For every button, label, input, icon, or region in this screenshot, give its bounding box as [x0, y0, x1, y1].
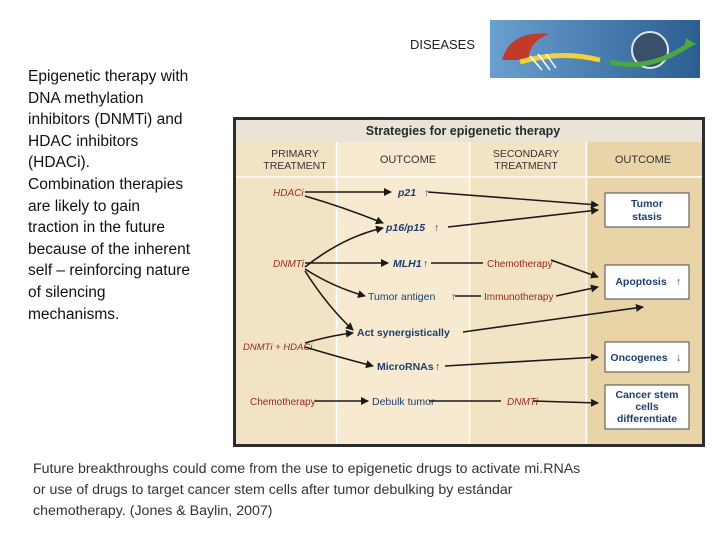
csc-line3: differentiate — [617, 413, 677, 425]
diseases-label: DISEASES — [410, 37, 476, 52]
left-line: traction in the future — [28, 219, 165, 237]
col-secondary-line2: TREATMENT — [494, 160, 558, 172]
left-line: self – reinforcing nature — [28, 262, 190, 280]
connector-arrows — [304, 188, 644, 407]
dnmti-secondary-label: DNMTi — [507, 397, 539, 408]
col-primary-line1: PRIMARY — [271, 148, 319, 160]
act-synergistically-label: Act synergistically — [357, 327, 450, 339]
left-text-block: Epigenetic therapy with DNA methylation … — [28, 66, 223, 325]
apoptosis-label: Apoptosis — [615, 276, 666, 288]
micrornas-up-arrow: ↑ — [435, 361, 440, 373]
tumor-stasis-box — [604, 192, 690, 228]
immunotherapy-label: Immunotherapy — [484, 292, 553, 303]
hdaci-label: HDACi — [273, 188, 304, 199]
title-bar — [236, 120, 702, 142]
left-line: Combination therapies — [28, 175, 184, 193]
tumor-antigen-up-arrow: ↑ — [451, 291, 456, 303]
left-line: mechanisms. — [28, 305, 120, 323]
cancer-stem-cells-box — [604, 384, 690, 430]
p16p15-up-arrow: ↑ — [434, 222, 439, 234]
p16p15-label: p16/p15 — [385, 222, 425, 234]
dnmti-label: DNMTi — [273, 259, 305, 270]
left-line: because of the inherent — [28, 240, 191, 258]
oncogenes-label: Oncogenes — [610, 352, 667, 364]
csc-line2: cells — [635, 401, 659, 413]
left-line: of silencing — [28, 283, 106, 301]
dnmti-hdaci-label: DNMTi + HDACi — [243, 342, 313, 353]
chemotherapy-secondary-label: Chemotherapy — [487, 259, 553, 270]
caption-line: or use of drugs to target cancer stem ce… — [33, 482, 513, 498]
debulk-tumor-label: Debulk tumor — [372, 396, 435, 408]
apoptosis-box — [604, 264, 690, 300]
p21-label: p21 — [397, 187, 416, 199]
col-primary-line2: TREATMENT — [263, 160, 327, 172]
mlh1-up-arrow: ↑ — [423, 258, 428, 270]
caption: Future breakthroughs could come from the… — [33, 459, 693, 522]
chemotherapy-primary-label: Chemotherapy — [250, 397, 316, 408]
mlh1-label: MLH1 — [393, 258, 422, 270]
col-secondary-line1: SECONDARY — [493, 148, 559, 160]
left-line: are likely to gain — [28, 197, 141, 215]
left-line: HDAC inhibitors — [28, 132, 139, 150]
csc-line1: Cancer stem — [615, 389, 678, 401]
col-outcome-2: OUTCOME — [615, 154, 671, 166]
epigenetic-strategy-diagram: Strategies for epigenetic therapy PRIMAR… — [233, 117, 705, 447]
apoptosis-up-arrow: ↑ — [676, 276, 681, 288]
left-line: inhibitors (DNMTi) and — [28, 111, 183, 129]
left-line: Epigenetic therapy with — [28, 68, 189, 85]
left-line: (HDACi). — [28, 154, 90, 172]
col-outcome-1: OUTCOME — [380, 154, 436, 166]
oncogenes-box — [604, 341, 690, 373]
left-line: DNA methylation — [28, 89, 144, 107]
tumor-stasis-line2: stasis — [632, 211, 662, 223]
tumor-stasis-line1: Tumor — [631, 198, 663, 210]
tumor-antigen-label: Tumor antigen — [368, 291, 435, 303]
diagram-title: Strategies for epigenetic therapy — [366, 124, 561, 138]
caption-line: Future breakthroughs could come from the… — [33, 461, 581, 477]
banner-logo — [490, 20, 700, 78]
p21-up-arrow: ↑ — [424, 187, 429, 199]
micrornas-label: MicroRNAs — [377, 361, 434, 373]
oncogenes-down-arrow: ↓ — [676, 352, 681, 364]
caption-line: chemotherapy. (Jones & Baylin, 2007) — [33, 503, 273, 519]
